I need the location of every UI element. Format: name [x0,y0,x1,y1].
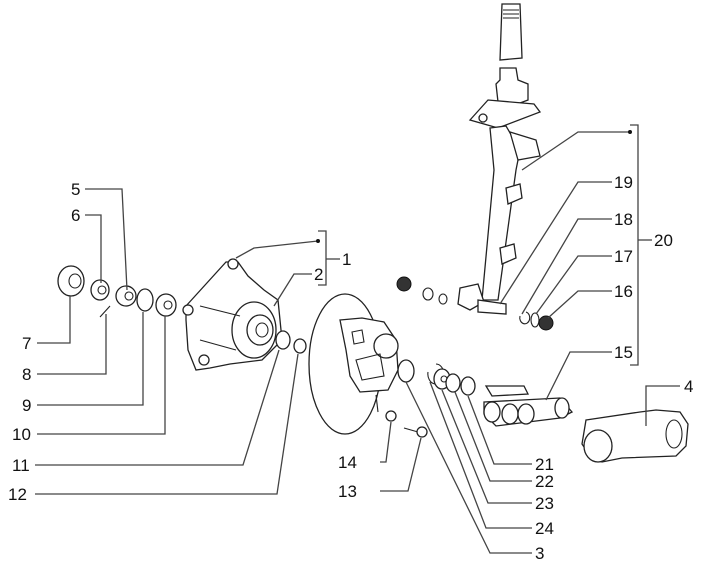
label-14: 14 [338,453,357,472]
label-10: 10 [12,425,31,444]
hub-bearings [275,330,307,354]
label-17: 17 [614,247,633,266]
label-3: 3 [535,544,544,563]
label-23: 23 [535,494,554,513]
label-18: 18 [614,210,633,229]
label-12: 12 [8,485,27,504]
axle-nut-washers [57,265,177,318]
part-labels: 5 6 7 8 9 10 11 12 1 2 20 19 18 17 16 15… [8,173,693,563]
label-20: 20 [654,231,673,250]
label-19: 19 [614,173,633,192]
label-2: 2 [314,265,323,284]
wheel-hub [182,258,283,371]
label-4: 4 [684,377,693,396]
label-6: 6 [71,206,80,225]
label-16: 16 [614,282,633,301]
label-11: 11 [12,456,30,475]
brake-disc-caliper [308,293,399,435]
label-9: 9 [22,396,31,415]
swing-arm [483,385,574,427]
leader-lines [35,124,680,554]
label-24: 24 [535,519,554,538]
label-22: 22 [535,472,554,491]
label-5: 5 [71,180,80,199]
cover-part [581,409,689,463]
label-1: 1 [342,250,351,269]
steering-fork [457,3,542,315]
label-21: 21 [535,455,554,474]
label-15: 15 [614,343,633,362]
label-13: 13 [338,482,357,501]
swingarm-seals [397,359,476,396]
fork-small-parts [396,276,554,331]
label-7: 7 [22,334,31,353]
caliper-screws [385,410,428,438]
label-8: 8 [22,365,31,384]
